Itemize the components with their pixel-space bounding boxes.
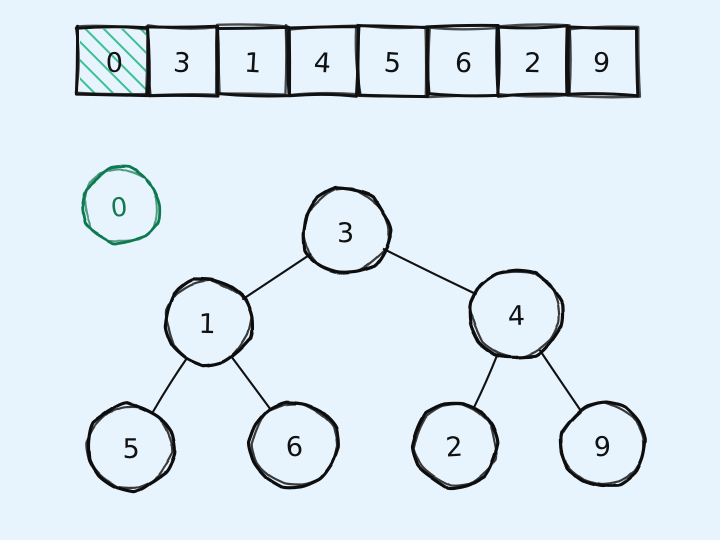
- tree-node-value: 6: [285, 431, 304, 463]
- tree-node-fill: [167, 281, 249, 363]
- array-cell-border: [215, 23, 288, 96]
- array-cell-value: 1: [243, 48, 262, 80]
- tree-node-outline: [559, 401, 645, 486]
- tree-node-9[interactable]: 9: [559, 400, 647, 488]
- tree-nodes: 3 1 4 5 6 2 9: [85, 186, 647, 494]
- tree-node-6[interactable]: 6: [246, 400, 340, 490]
- tree-node-outline: [412, 402, 498, 487]
- tree-node-outline: [164, 279, 253, 367]
- tree-node-fill: [473, 271, 559, 357]
- array-cell-value: 6: [454, 48, 473, 80]
- tree-node-outline: [468, 268, 565, 359]
- array-cell-0[interactable]: 0: [74, 24, 152, 98]
- array-cell-value: 2: [524, 48, 542, 80]
- tree-node-outline: [302, 187, 390, 275]
- tree-node-fill: [563, 405, 643, 485]
- tree-edge-root-to-n-4: [382, 247, 477, 296]
- array-cell-value: 9: [592, 47, 611, 79]
- highlight-circle-outline: [83, 167, 158, 242]
- tree-node-2[interactable]: 2: [410, 401, 500, 491]
- tree-edge-n-1-to-n-5: [152, 357, 188, 413]
- tree-node-value: 3: [337, 218, 355, 249]
- array-cell-border: [355, 23, 428, 98]
- array-cell-7[interactable]: 9: [565, 25, 642, 99]
- tree-edge-n-4-to-n-2: [472, 353, 499, 410]
- array-row: 0 3 1 4 5 6 2 9: [74, 23, 642, 99]
- array-cell-hatch-fill: [80, 29, 146, 93]
- array-cell-value: 4: [313, 47, 332, 79]
- tree-node-outline: [250, 402, 339, 486]
- array-cell-value: 5: [383, 47, 402, 79]
- tree-node-outline: [85, 405, 174, 490]
- extracted-value-circle[interactable]: 0: [81, 164, 162, 245]
- tree-edge-root-to-n-1: [241, 253, 312, 301]
- array-cell-border: [145, 24, 220, 97]
- tree-node-outline: [469, 270, 561, 360]
- tree-node-1[interactable]: 1: [163, 277, 255, 368]
- tree-edge-n-4-to-n-9: [538, 348, 582, 411]
- array-cell-value: 3: [172, 47, 191, 79]
- array-cell-border: [145, 24, 220, 98]
- tree-node-3[interactable]: 3: [301, 186, 394, 275]
- array-cell-1[interactable]: 3: [145, 24, 220, 98]
- tree-node-4[interactable]: 4: [468, 268, 565, 360]
- tree-node-fill: [253, 404, 335, 486]
- tree-node-value: 1: [198, 309, 216, 340]
- tree-node-fill: [305, 190, 387, 272]
- tree-edge-n-1-to-n-6: [230, 355, 272, 411]
- highlight-circle-value: 0: [110, 193, 129, 224]
- tree-edges: [152, 247, 582, 413]
- tree-node-5[interactable]: 5: [85, 401, 177, 494]
- tree-node-value: 9: [594, 432, 612, 463]
- tree-node-fill: [416, 405, 496, 485]
- tree-node-value: 5: [123, 434, 140, 465]
- tree-node-outline: [246, 400, 340, 490]
- tree-node-value: 4: [507, 301, 525, 333]
- array-cell-3[interactable]: 4: [284, 23, 362, 98]
- tree-node-fill: [89, 406, 171, 488]
- array-cell-value: 0: [105, 48, 123, 79]
- array-cell-border: [565, 25, 642, 99]
- tree-node-value: 2: [445, 432, 464, 464]
